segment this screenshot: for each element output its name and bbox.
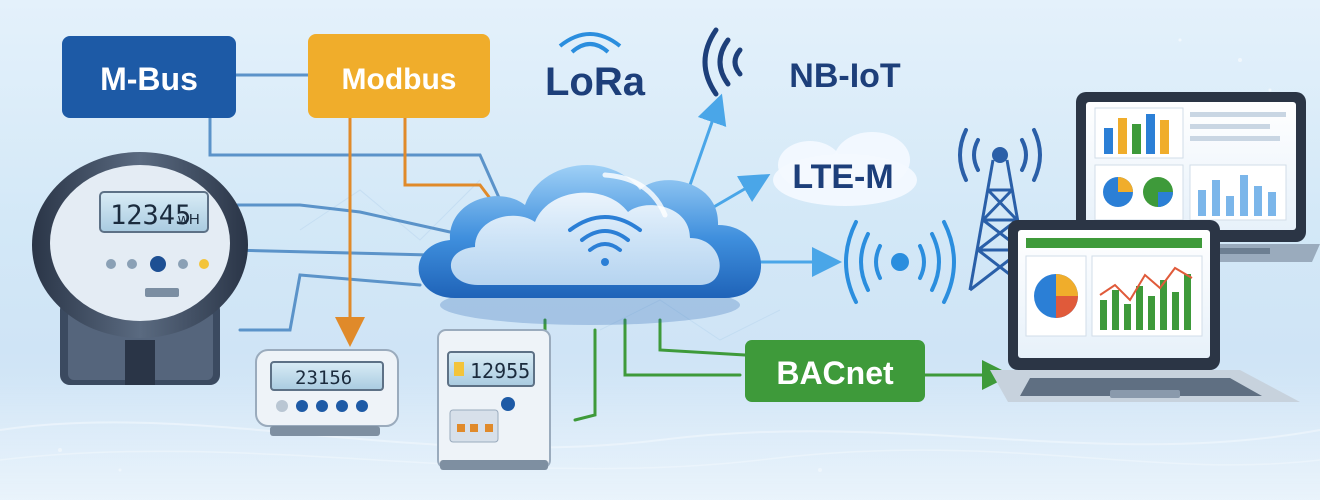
ltem-label: LTE-M — [792, 158, 893, 196]
wifi-icon — [568, 215, 642, 266]
lora-label: LoRa — [545, 60, 646, 104]
small-meter: 23156 — [255, 349, 399, 436]
central-cloud — [418, 164, 762, 325]
bacnet-box: BACnet — [745, 340, 925, 402]
main-electric-meter: 12345 wH — [32, 152, 248, 385]
bacnet-label: BACnet — [776, 355, 894, 391]
ltem-cloud: LTE-M — [773, 132, 917, 206]
mbus-label: M-Bus — [100, 61, 198, 97]
mbus-box: M-Bus — [62, 36, 236, 118]
modbus-box: Modbus — [308, 34, 490, 118]
radio-signal-icon — [844, 220, 956, 304]
box-meter: 12955 — [437, 329, 551, 470]
modbus-label: Modbus — [342, 63, 457, 96]
main-meter-unit: wH — [177, 211, 200, 228]
nbiot-group: NB-IoT — [702, 27, 901, 97]
dashboard-laptop-front — [990, 220, 1300, 402]
nbiot-label: NB-IoT — [789, 57, 901, 95]
wireless-signal-icon — [702, 27, 743, 97]
dashboard-laptop-back — [1060, 92, 1320, 262]
lora-logo: LoRa — [545, 32, 646, 104]
small-meter-reading: 23156 — [295, 367, 352, 389]
box-meter-reading: 12955 — [470, 359, 530, 383]
main-meter-reading: 12345 — [110, 200, 191, 231]
